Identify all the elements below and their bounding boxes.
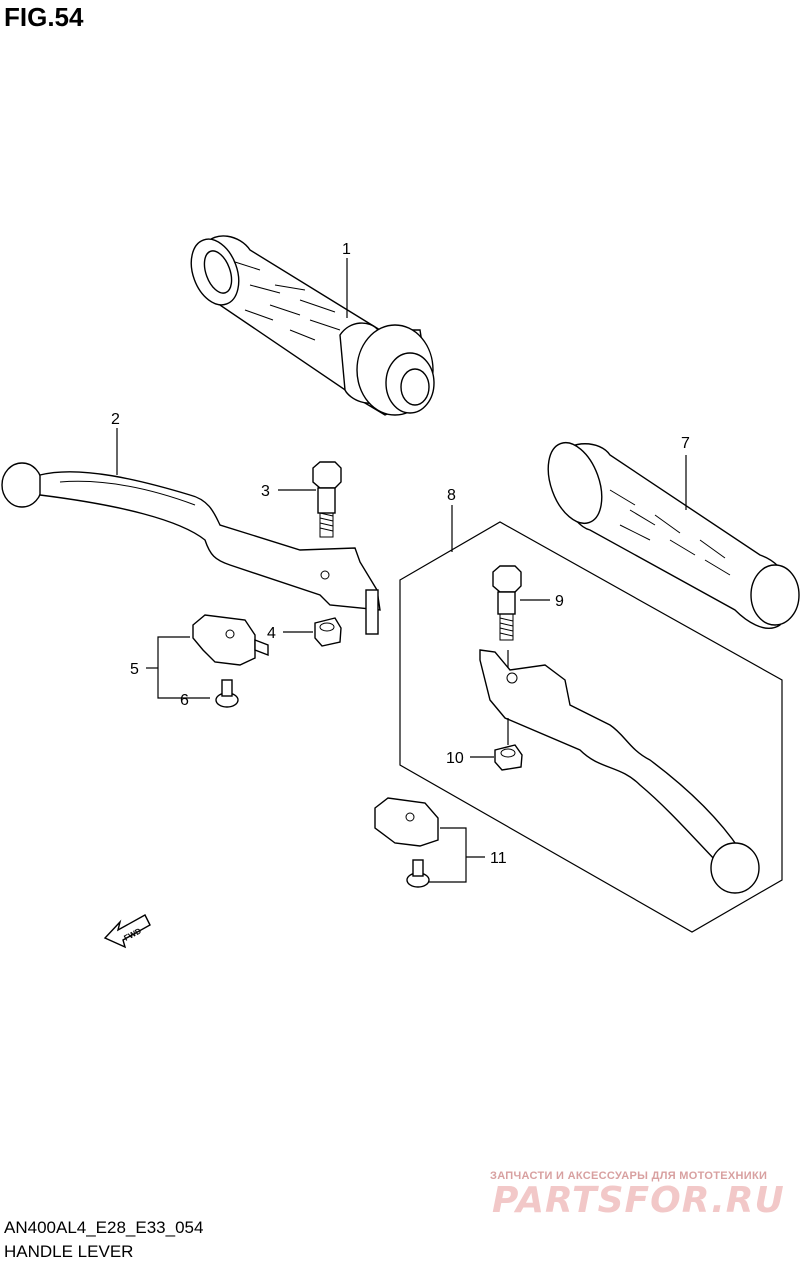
callout-7: 7 — [681, 435, 690, 452]
callout-8: 8 — [447, 487, 456, 504]
lever-nut-right-part — [494, 744, 523, 771]
brake-switch-part — [192, 614, 269, 666]
lever-right-part — [479, 649, 760, 894]
callout-10: 10 — [446, 750, 464, 767]
lever-bolt-part — [492, 565, 522, 641]
lever-nut-part — [314, 617, 342, 647]
callout-3: 3 — [261, 483, 270, 500]
callout-5: 5 — [130, 661, 139, 678]
front-brake-switch-part — [374, 797, 439, 888]
callout-9: 9 — [555, 593, 564, 610]
figure-code: AN400AL4_E28_E33_054 — [4, 1218, 204, 1237]
figure-title: FIG.54 — [4, 2, 84, 32]
switch-screw-part — [215, 679, 239, 708]
fwd-arrow-icon — [103, 914, 151, 949]
left-grip-part — [547, 441, 800, 629]
figure-name: HANDLE LEVER — [4, 1242, 134, 1261]
watermark-tagline: ЗАПЧАСТИ И АКСЕССУАРЫ ДЛЯ МОТОТЕХНИКИ — [490, 1170, 768, 1182]
callout-11: 11 — [490, 850, 507, 867]
lever-left-part — [1, 462, 381, 635]
watermark-logo: PARTSFOR.RU — [492, 1180, 785, 1221]
callout-1: 1 — [342, 241, 351, 258]
throttle-grip-part — [190, 235, 435, 416]
callout-6: 6 — [180, 692, 189, 709]
callout-2: 2 — [111, 411, 120, 428]
callout-4: 4 — [267, 625, 276, 642]
pivot-bolt-part — [312, 461, 342, 538]
